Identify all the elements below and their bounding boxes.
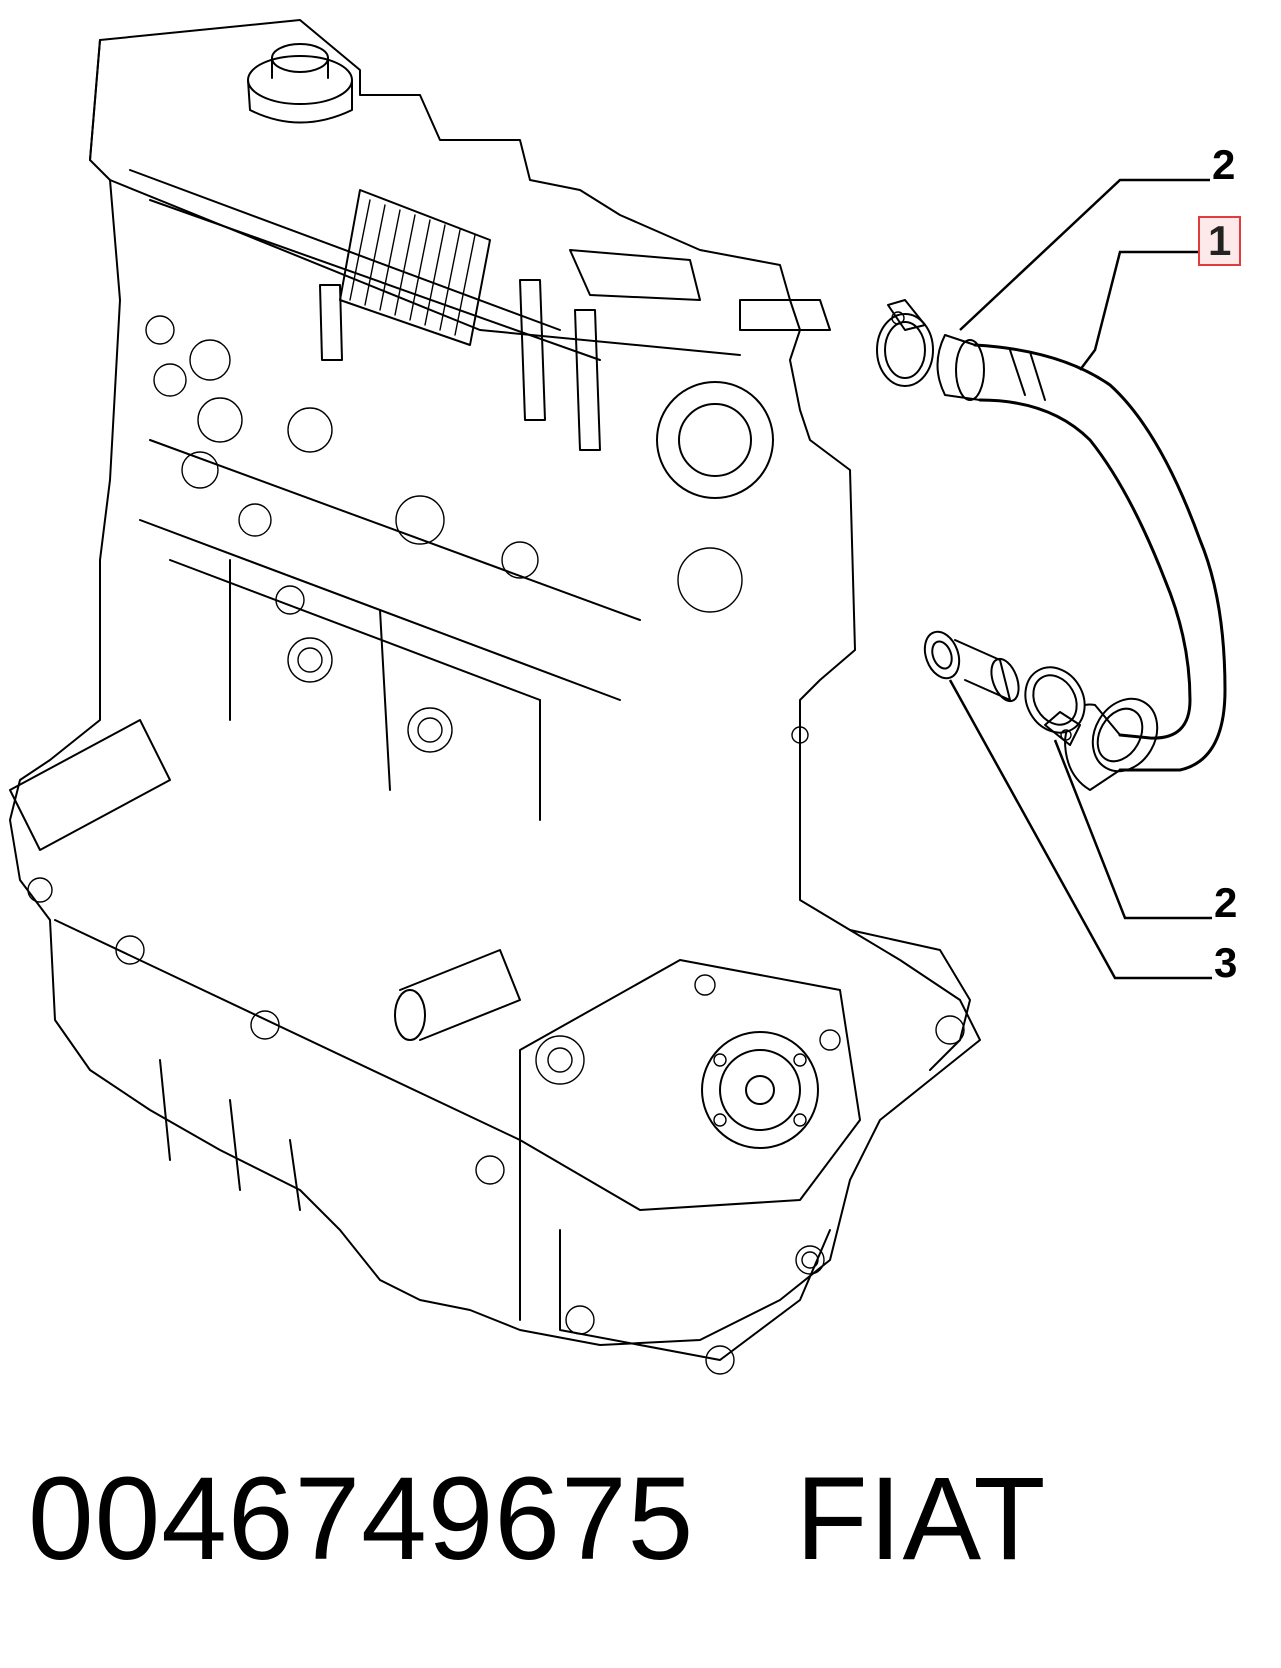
connector-fitting xyxy=(923,630,1020,703)
clamp-upper xyxy=(876,299,934,387)
part-number: 0046749675 xyxy=(28,1453,695,1585)
hose-part xyxy=(936,334,1227,791)
engine-block xyxy=(9,19,981,1375)
callout-2-upper: 2 xyxy=(1212,141,1236,188)
leader-lines xyxy=(948,178,1212,980)
part-caption: 0046749675 FIAT xyxy=(28,1460,1047,1578)
callout-2-lower: 2 xyxy=(1214,879,1238,926)
brand-name: FIAT xyxy=(795,1453,1047,1585)
clamp-lower xyxy=(1024,666,1086,746)
callout-1-hose: 1 xyxy=(1198,216,1242,266)
callout-3-connector: 3 xyxy=(1214,939,1238,986)
